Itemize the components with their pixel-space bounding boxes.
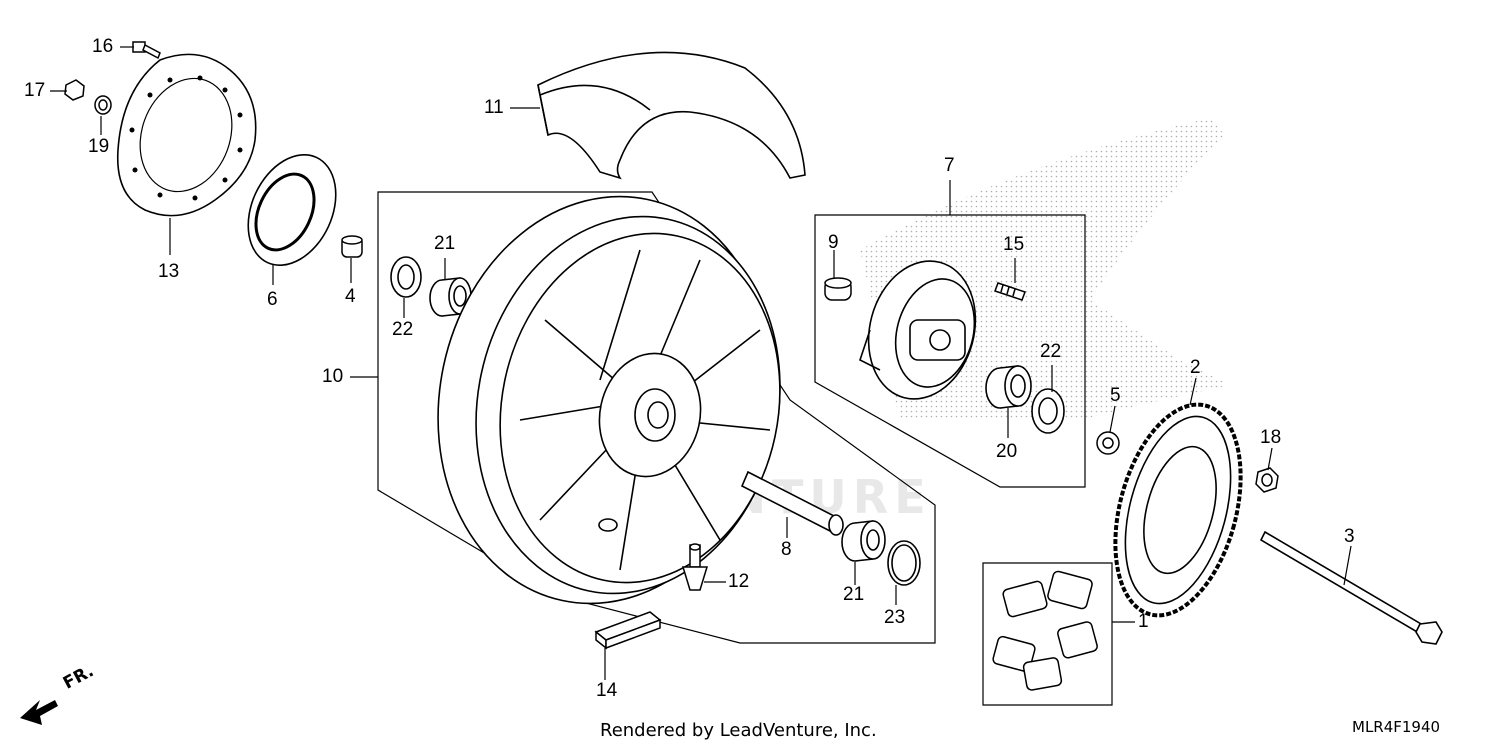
tire-part[interactable] [537,51,806,180]
bearing-lower-part[interactable] [841,520,886,562]
front-direction-arrow [20,700,58,725]
hub-collar-part[interactable] [824,277,852,301]
callout-22-right[interactable]: 22 [1040,341,1062,362]
stud-bolt-part[interactable] [994,282,1026,301]
callout-23[interactable]: 23 [884,607,906,628]
bearing-hub-part[interactable] [985,365,1032,409]
callout-18[interactable]: 18 [1260,427,1282,448]
callout-2[interactable]: 2 [1190,357,1201,378]
leader-lines [50,46,1352,680]
callout-12[interactable]: 12 [728,571,750,592]
o-ring-part[interactable] [887,540,921,586]
callout-6[interactable]: 6 [267,289,278,310]
damper-rubber-part[interactable] [992,570,1098,691]
callout-1[interactable]: 1 [1138,611,1149,632]
sprocket-part[interactable] [1094,391,1262,630]
oil-seal-left-part[interactable] [390,256,422,298]
callout-14[interactable]: 14 [596,680,618,701]
callout-5[interactable]: 5 [1110,385,1121,406]
callout-21-upper[interactable]: 21 [434,233,456,254]
washer-part[interactable] [94,95,112,115]
disc-bolt-part[interactable] [132,41,161,60]
oil-seal-right-part[interactable] [1031,388,1065,434]
callout-22-left[interactable]: 22 [392,319,414,340]
credit-text: Rendered by LeadVenture, Inc. [600,720,877,741]
disc-nut-part[interactable] [64,79,85,101]
callout-7[interactable]: 7 [944,155,955,176]
collar-part[interactable] [341,235,363,258]
callout-16[interactable]: 16 [92,36,114,57]
hub-group-box [814,214,1086,488]
wheel-part[interactable] [401,165,814,635]
callout-21-lower[interactable]: 21 [843,584,865,605]
distance-collar-part[interactable] [740,470,844,536]
callout-9[interactable]: 9 [828,232,839,253]
spacer-collar-part[interactable] [1096,431,1120,455]
valve-part[interactable] [681,543,709,591]
callout-8[interactable]: 8 [781,539,792,560]
callout-15[interactable]: 15 [1003,234,1025,255]
callout-19[interactable]: 19 [88,136,110,157]
callout-3[interactable]: 3 [1344,526,1355,547]
callout-13[interactable]: 13 [158,261,180,282]
callout-4[interactable]: 4 [345,286,356,307]
callout-10[interactable]: 10 [322,366,344,387]
callout-11[interactable]: 11 [484,97,504,118]
brake-disc-part[interactable] [116,53,257,217]
balance-weight-part[interactable] [594,611,662,650]
callout-17[interactable]: 17 [24,80,46,101]
sprocket-nut-part[interactable] [1255,467,1279,493]
diagram-code: MLR4F1940 [1352,718,1441,736]
seal-part[interactable] [231,141,353,280]
axle-part[interactable] [1259,530,1443,645]
driven-flange-part[interactable] [854,249,991,411]
damper-group-box [982,562,1113,706]
callout-20[interactable]: 20 [996,441,1018,462]
